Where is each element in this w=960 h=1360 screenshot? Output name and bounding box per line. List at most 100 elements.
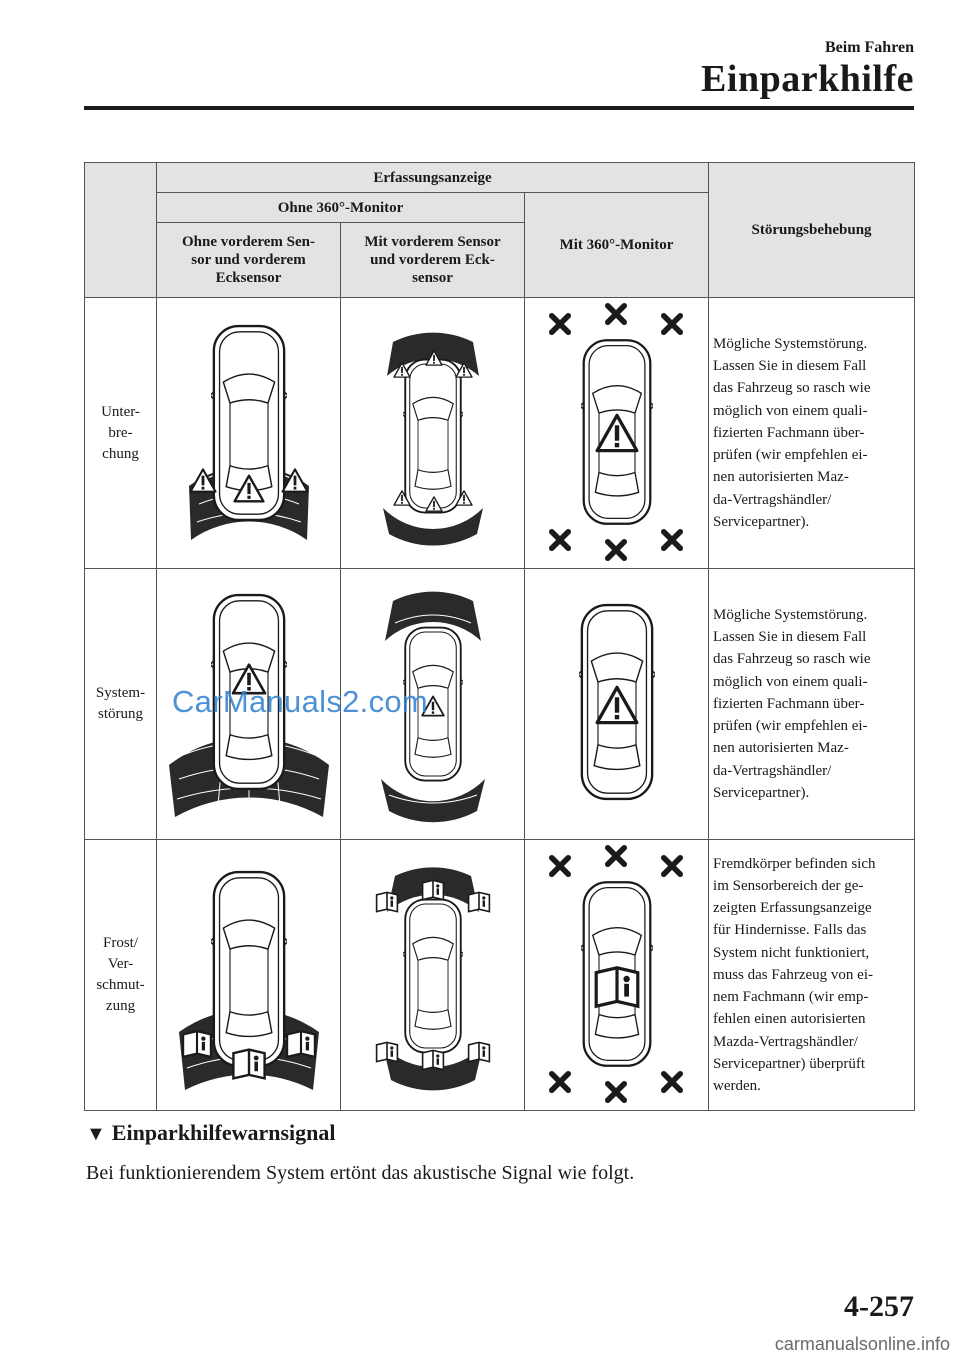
text-line: zeigten Erfassungsanzeige [713,900,872,917]
text-line: Mazda-Vertragshändler/ [713,1033,858,1050]
text-line: das Fahrzeug so rasch wie [713,651,871,668]
text-line: nen autorisierten Maz- [713,469,849,486]
car-outline-icon [402,898,463,1054]
text-line: Mögliche Systemstörung. [713,607,868,624]
no-front-sensor-header: Ohne vorderem Sen- sor und vorderem Ecks… [156,222,341,298]
header-line: sensor [412,270,453,286]
diagram-rear-only-frost-dirt [156,839,341,1111]
row-label-line: zung [105,998,136,1014]
sensor-arc-icon [380,779,485,823]
row-label-line: Frost/ [102,935,138,951]
diagram-360-frost-dirt [523,839,710,1111]
header-rule [84,106,914,110]
troubleshooting-header: Störungsbehebung [708,162,916,298]
header-line: und vorderem Eck- [370,252,495,268]
car-outline-icon [210,870,287,1068]
row-label-line: schmut- [96,977,145,993]
text-line: Lassen Sie in diesem Fall [713,358,867,375]
car-outline-icon [402,358,463,514]
body-paragraph: Bei funktionierendem System ertönt das a… [86,1162,635,1184]
row-label-line: System- [95,685,146,701]
section-label: Beim Fahren [824,39,914,56]
x-mark-icon [607,1084,624,1101]
text-line: im Sensorbereich der ge- [713,878,864,895]
diagram-rear-only-interruption [156,297,341,569]
troubleshooting-text-frost-dirt: Fremdkörper befinden sich im Sensorberei… [708,839,916,1111]
manual-info-icon [594,966,639,1008]
text-line: fehlen einen autorisierten [713,1011,866,1028]
page-header: Beim Fahren Einparkhilfe [701,38,914,100]
text-line: Lassen Sie in diesem Fall [713,629,867,646]
x-mark-icon [663,1074,680,1091]
row-label-interruption: Unter- bre- chung [84,297,157,569]
text-line: da-Vertragshändler/ [713,762,832,779]
text-line: Fremdkörper befinden sich [713,855,876,872]
x-mark-icon [607,306,624,323]
text-line: prüfen (wir empfehlen ei- [713,447,868,464]
text-line: Servicepartner). [713,513,810,530]
row-label-frost-dirt: Frost/ Ver- schmut- zung [84,839,157,1111]
text-line: möglich von einem quali- [713,402,868,419]
manual-info-icon [231,1048,266,1080]
header-line: Ecksensor [215,270,282,286]
sensor-arc-icon [382,508,483,546]
diagram-360-interruption [523,297,710,569]
manual-info-icon [467,1041,490,1063]
x-mark-icon [607,542,624,559]
table-row: Unter- bre- chung [84,297,916,569]
with-front-sensor-header: Mit vorderem Sensor und vorderem Eck- se… [340,222,525,298]
section-subheading: ▼Einparkhilfewarnsignal [86,1120,336,1146]
manual-info-icon [181,1030,212,1058]
watermark: CarManuals2.com [172,684,429,719]
x-mark-icon [663,532,680,549]
manual-info-icon [375,891,398,913]
text-line: werden. [713,1077,761,1094]
row-label-line: bre- [108,424,133,441]
table-row: Frost/ Ver- schmut- zung [84,839,916,1111]
header-line: Mit vorderem Sensor [364,234,501,250]
header-line: sor und vorderem [191,252,306,268]
text-line: Servicepartner) überprüft [713,1055,866,1072]
troubleshooting-text-system-fault: Mögliche Systemstörung. Lassen Sie in di… [708,568,916,840]
manual-info-icon [375,1041,398,1063]
text-line: Mögliche Systemstörung. [713,336,868,353]
row-label-line: Ver- [107,956,134,972]
text-line: muss das Fahrzeug von ei- [713,966,873,983]
text-line: das Fahrzeug so rasch wie [713,380,871,397]
manual-info-icon [285,1030,316,1058]
row-label-line: chung [102,445,139,462]
text-line: fizierten Fachmann über- [713,424,865,441]
footer-site: carmanualsonline.info [774,1334,950,1354]
sensor-status-table: Erfassungsanzeige Störungsbehebung Ohne … [84,162,916,1111]
diagram-front-sensor-interruption [340,297,525,569]
sensor-arc-icon [382,1046,483,1091]
manual-info-icon [467,891,490,913]
page-number: 4-257 [844,1290,914,1323]
text-line: prüfen (wir empfehlen ei- [713,718,868,735]
x-mark-icon [551,1074,568,1091]
table-row: System- störung [84,568,916,840]
x-mark-icon [607,848,624,865]
triangle-down-icon: ▼ [86,1123,106,1145]
subheading-text: Einparkhilfewarnsignal [111,1120,336,1145]
text-line: Servicepartner). [713,784,810,801]
detection-display-header: Erfassungsanzeige [155,162,710,193]
text-line: möglich von einem quali- [713,673,868,690]
text-line: nen autorisierten Maz- [713,740,849,757]
row-label-system-fault: System- störung [84,568,157,840]
without-360-header: Ohne 360°-Monitor [156,192,525,223]
x-mark-icon [551,858,568,875]
text-line: da-Vertragshändler/ [713,491,832,508]
x-mark-icon [551,532,568,549]
x-mark-icon [663,316,680,333]
sensor-arc-icon [384,591,481,641]
row-label-line: Unter- [101,403,140,420]
corner-header [84,162,157,298]
text-line: System nicht funktioniert, [713,944,870,961]
x-mark-icon [551,316,568,333]
diagram-360-system-fault [523,568,710,840]
with-360-header: Mit 360°-Monitor [523,192,710,298]
manual-info-icon [421,879,444,901]
chapter-title: Einparkhilfe [701,58,914,100]
troubleshooting-text-interruption: Mögliche Systemstörung. Lassen Sie in di… [708,297,916,569]
